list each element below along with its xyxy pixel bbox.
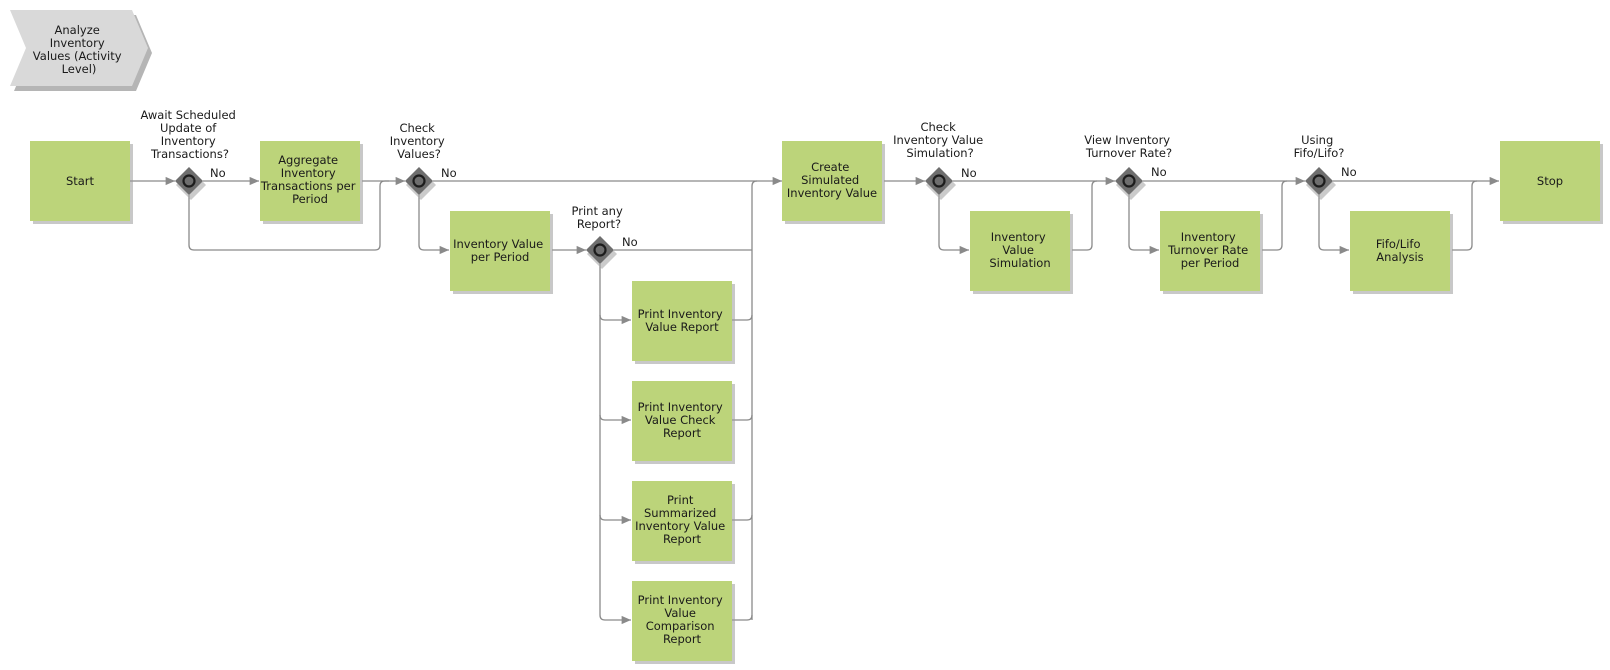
- gateway-label-print-any: Print any Report?: [572, 204, 627, 231]
- svg-text:Fifo/Lifo Analysis: Fifo/Lifo Analysis: [1376, 237, 1424, 264]
- svg-text:Inventory Value Si: Inventory Value Simulation: [989, 230, 1050, 270]
- edge-label-no: No: [441, 166, 457, 180]
- edge-label-no: No: [210, 166, 226, 180]
- gateway-await-scheduled-update[interactable]: [175, 167, 206, 200]
- gateway-using-fifo-lifo[interactable]: [1305, 167, 1336, 200]
- task-inventory-value-per-period[interactable]: Inventory Value per Period: [450, 211, 553, 294]
- connectors: [130, 176, 1499, 625]
- gateway-label-await: Await Scheduled Update of Inventory Tran…: [140, 108, 239, 161]
- process-header: Analyze Inventory Values (Activity Level…: [10, 10, 152, 91]
- task-print-inventory-value-check-report[interactable]: Print Inventory Value Check Report: [632, 381, 735, 464]
- svg-text:Print Inventory Value Re: Print Inventory Value Report: [638, 307, 727, 334]
- task-print-summarized-inventory-value-report[interactable]: Print Summarized Inventory Value Report: [632, 481, 735, 564]
- task-print-inventory-value-report[interactable]: Print Inventory Value Report: [632, 281, 735, 364]
- edge-label-no: No: [622, 235, 638, 249]
- svg-text:Inventory Value per Peri: Inventory Value per Period: [453, 237, 547, 264]
- task-fifo-lifo-analysis[interactable]: Fifo/Lifo Analysis: [1350, 211, 1453, 294]
- task-start[interactable]: Start: [30, 141, 133, 224]
- svg-text:Print Inventory Value: Print Inventory Value Comparison Report: [638, 593, 727, 646]
- gateway-check-inventory-values[interactable]: [405, 167, 436, 200]
- gateway-check-inventory-value-simulation[interactable]: [925, 167, 956, 200]
- svg-text:Aggregate Inventory: Aggregate Inventory Transactions per Per…: [260, 153, 359, 206]
- gateway-view-inventory-turnover-rate[interactable]: [1115, 167, 1146, 200]
- gateway-label-view-turnover: View Inventory Turnover Rate?: [1084, 133, 1174, 160]
- task-aggregate-transactions[interactable]: Aggregate Inventory Transactions per Per…: [260, 141, 363, 224]
- task-stop[interactable]: Stop: [1500, 141, 1603, 224]
- svg-text:Inventory Turnover Rate: Inventory Turnover Rate per Period: [1167, 230, 1252, 270]
- svg-text:Print Summarized I: Print Summarized Inventory Value Report: [635, 493, 729, 546]
- process-title: Analyze Inventory Values (Activity Level…: [33, 23, 125, 76]
- svg-text:Stop: Stop: [1537, 174, 1563, 188]
- edge-label-no: No: [961, 166, 977, 180]
- edge-label-no: No: [1151, 165, 1167, 179]
- edge-label-no: No: [1341, 165, 1357, 179]
- task-print-inventory-value-comparison-report[interactable]: Print Inventory Value Comparison Report: [632, 581, 735, 664]
- gateway-print-any-report[interactable]: [586, 236, 617, 269]
- gateway-label-check-simulation: Check Inventory Value Simulation?: [893, 120, 987, 160]
- svg-text:Print Inventory Value Ch: Print Inventory Value Check Report: [638, 400, 727, 440]
- task-create-simulated-inventory-value[interactable]: Create Simulated Inventory Value: [782, 141, 885, 224]
- task-inventory-turnover-rate[interactable]: Inventory Turnover Rate per Period: [1160, 211, 1263, 294]
- gateway-label-using-fifo: Using Fifo/Lifo?: [1294, 133, 1345, 160]
- svg-text:Create Simulated I: Create Simulated Inventory Value: [787, 160, 877, 200]
- gateway-label-check-values: Check Inventory Values?: [390, 121, 449, 161]
- svg-text:Start: Start: [66, 174, 95, 188]
- task-inventory-value-simulation[interactable]: Inventory Value Simulation: [970, 211, 1073, 294]
